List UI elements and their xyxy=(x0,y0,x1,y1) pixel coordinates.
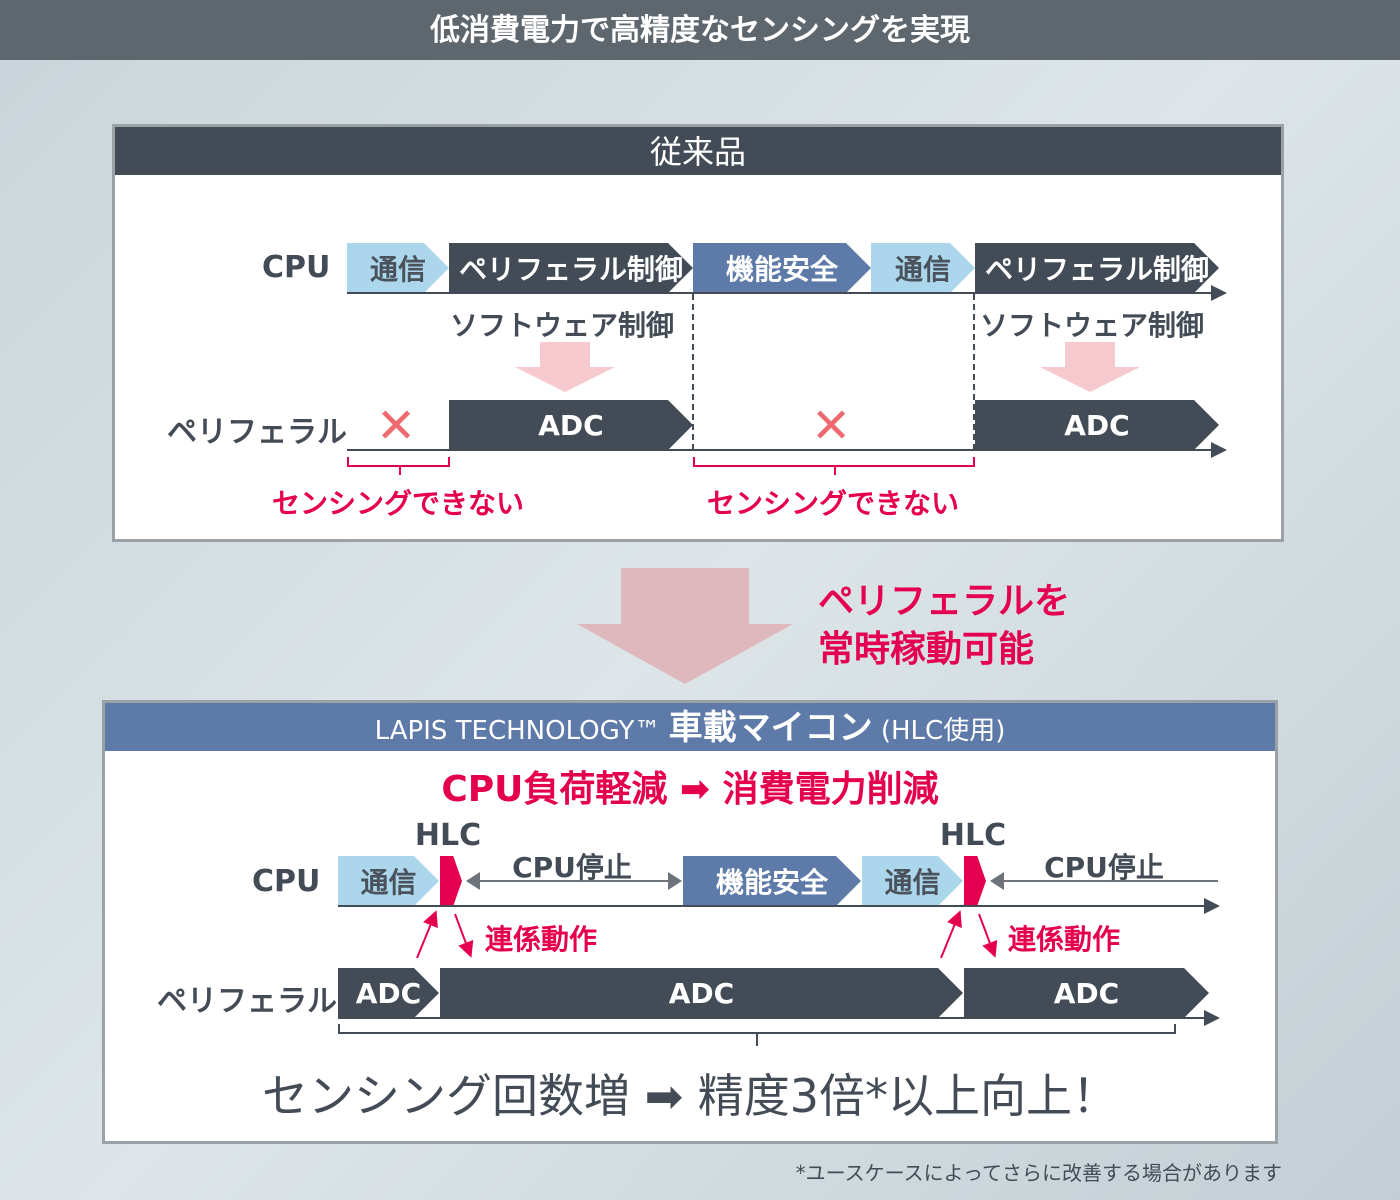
hlc-label: HLC xyxy=(414,818,482,853)
header-main: 車載マイコン xyxy=(668,708,873,748)
header-brand: LAPIS TECHNOLOGY™ xyxy=(374,716,661,746)
block-adc: ADC xyxy=(449,400,693,450)
block-adc: ADC xyxy=(975,400,1219,450)
bracket-tick xyxy=(756,1034,758,1046)
linked-label: 連係動作 xyxy=(485,923,598,956)
headline-right: 消費電力削減 xyxy=(722,769,939,810)
transition-line1: ペリフェラルを xyxy=(818,581,1071,622)
block-comm: 通信 xyxy=(338,856,439,906)
peripheral-label: ペリフェラル xyxy=(157,984,337,1019)
gap-bracket xyxy=(693,457,975,475)
linked-arrows-icon xyxy=(940,910,998,958)
arrow-right-icon: ➡ xyxy=(679,769,711,810)
big-down-arrow-icon xyxy=(577,568,793,684)
result-right: 精度3倍*以上向上！ xyxy=(697,1069,1119,1123)
gap-bracket xyxy=(347,457,450,475)
header-note: (HLC使用) xyxy=(880,716,1006,746)
software-control-label: ソフトウェア制御 xyxy=(450,309,675,342)
cpu-timeline xyxy=(347,285,1227,301)
block-adc: ADC xyxy=(440,968,963,1018)
footnote: *ユースケースによってさらに改善する場合があります xyxy=(795,1161,1282,1185)
block-comm: 通信 xyxy=(347,243,449,293)
lapis-header: LAPIS TECHNOLOGY™ 車載マイコン (HLC使用) xyxy=(105,703,1275,751)
cpu-timeline xyxy=(338,898,1220,914)
software-control-label: ソフトウェア制御 xyxy=(980,309,1205,342)
page-title: 低消費電力で高精度なセンシングを実現 xyxy=(0,0,1400,60)
headline-left: CPU負荷軽減 xyxy=(441,769,668,810)
arrow-right-icon: ➡ xyxy=(644,1069,684,1123)
cross-icon: ✕ xyxy=(811,398,852,454)
result-left: センシング回数増 xyxy=(261,1069,630,1123)
linked-label: 連係動作 xyxy=(1008,923,1121,956)
hlc-block xyxy=(964,856,986,906)
block-adc: ADC xyxy=(964,968,1209,1018)
hlc-label: HLC xyxy=(939,818,1007,853)
peripheral-timeline xyxy=(338,1010,1220,1026)
conventional-header: 従来品 xyxy=(115,127,1281,175)
block-functional-safety: 機能安全 xyxy=(693,243,871,293)
result-text: センシング回数増 ➡ 精度3倍*以上向上！ xyxy=(262,1060,1118,1126)
cross-icon: ✕ xyxy=(376,398,417,454)
block-peripheral-control: ペリフェラル制御 xyxy=(449,243,693,293)
lapis-panel: LAPIS TECHNOLOGY™ 車載マイコン (HLC使用) xyxy=(102,700,1278,1144)
cpu-stop-label: CPU停止 xyxy=(512,851,632,884)
hlc-block xyxy=(440,856,462,906)
cannot-sense-label: センシングできない xyxy=(706,487,960,520)
divider xyxy=(692,294,694,450)
transition-line2: 常時稼動可能 xyxy=(818,629,1035,670)
down-arrow-icon xyxy=(515,342,615,392)
block-comm: 通信 xyxy=(871,243,975,293)
down-arrow-icon xyxy=(1040,342,1140,392)
block-comm: 通信 xyxy=(862,856,963,906)
cpu-stop-label: CPU停止 xyxy=(1044,851,1164,884)
block-peripheral-control: ペリフェラル制御 xyxy=(975,243,1219,293)
cpu-label: CPU xyxy=(262,250,331,285)
cannot-sense-label: センシングできない xyxy=(271,487,525,520)
conventional-panel: 従来品 xyxy=(112,124,1284,542)
cpu-stop-arrow xyxy=(990,872,1218,890)
block-functional-safety: 機能安全 xyxy=(683,856,861,906)
divider xyxy=(973,294,975,450)
sensing-bracket xyxy=(338,1024,1176,1034)
peripheral-label: ペリフェラル xyxy=(167,415,347,450)
headline: CPU負荷軽減 ➡ 消費電力削減 xyxy=(441,760,938,812)
cpu-stop-double-arrow xyxy=(466,872,682,890)
peripheral-timeline xyxy=(347,442,1227,458)
cpu-label: CPU xyxy=(252,864,321,899)
block-adc: ADC xyxy=(338,968,439,1018)
linked-arrows-icon xyxy=(416,910,474,958)
